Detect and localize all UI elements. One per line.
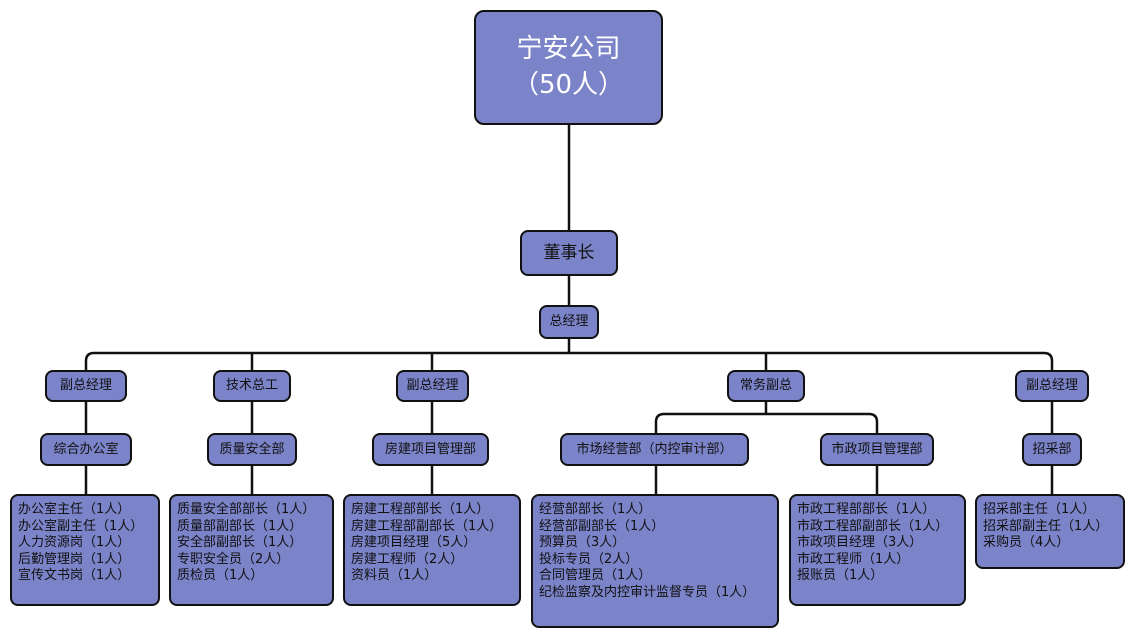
staff-item: 房建工程部副部长（1人） [351, 518, 503, 534]
head-node-1: 副总经理 [45, 370, 127, 402]
dept-label: 房建项目管理部 [384, 441, 476, 457]
staff-list-quality-safety: 质量安全部部长（1人） 质量部副部长（1人） 安全部副部长（1人） 专职安全员（… [169, 494, 334, 606]
staff-item: 招采部副主任（1人） [983, 518, 1109, 534]
head-node-2: 技术总工 [213, 370, 291, 402]
dept-node-market-operations: 市场经营部（内控审计部） [560, 433, 749, 466]
head-label: 技术总工 [225, 378, 278, 394]
staff-item: 质量安全部部长（1人） [177, 502, 316, 517]
root-count: （50人） [512, 69, 625, 100]
staff-list-general-office: 办公室主任（1人） 办公室副主任（1人） 人力资源岗（1人） 后勤管理岗（1人）… [10, 494, 160, 606]
staff-item: 宣传文书岗（1人） [18, 568, 131, 583]
chairman-label: 董事长 [543, 242, 595, 263]
staff-list-municipal-project: 市政工程部部长（1人） 市政工程部副部长（1人） 市政项目经理（3人） 市政工程… [789, 494, 966, 606]
head-label: 副总经理 [1025, 378, 1078, 394]
staff-item: 安全部副部长（1人） [177, 535, 303, 550]
dept-node-quality-safety: 质量安全部 [207, 433, 297, 466]
staff-list-housing-project: 房建工程部部长（1人） 房建工程部副部长（1人） 房建项目经理（5人） 房建工程… [343, 494, 521, 606]
staff-item: 办公室副主任（1人） [18, 518, 144, 534]
dept-node-general-office: 综合办公室 [40, 433, 132, 466]
staff-list-market-operations: 经营部部长（1人） 经营部副部长（1人） 预算员（3人） 投标专员（2人） 合同… [531, 494, 779, 628]
staff-item: 专职安全员（2人） [177, 551, 290, 567]
staff-item: 经营部副部长（1人） [539, 518, 665, 534]
head-node-3: 副总经理 [396, 370, 469, 402]
staff-item: 合同管理员（1人） [539, 568, 652, 583]
root-title: 宁安公司 [516, 34, 621, 65]
staff-item: 市政项目经理（3人） [797, 535, 923, 550]
staff-item: 资料员（1人） [351, 568, 438, 583]
staff-item: 市政工程部部长（1人） [797, 502, 936, 517]
head-node-4: 常务副总 [727, 370, 805, 402]
gm-node: 总经理 [539, 305, 599, 339]
head-label: 副总经理 [59, 378, 112, 394]
staff-item: 经营部部长（1人） [539, 502, 652, 517]
staff-list-procurement: 招采部主任（1人） 招采部副主任（1人） 采购员（4人） [975, 494, 1125, 569]
chairman-node: 董事长 [520, 230, 618, 276]
root-node: 宁安公司 （50人） [474, 10, 663, 125]
head-label: 常务副总 [739, 378, 792, 394]
gm-label: 总经理 [549, 314, 589, 330]
staff-item: 投标专员（2人） [539, 551, 639, 567]
staff-item: 办公室主任（1人） [18, 502, 131, 517]
dept-label: 市场经营部（内控审计部） [576, 441, 733, 457]
head-node-5: 副总经理 [1015, 370, 1089, 402]
staff-item: 后勤管理岗（1人） [18, 551, 131, 567]
staff-item: 纪检监察及内控审计监督专员（1人） [539, 584, 756, 600]
staff-item: 报账员（1人） [797, 568, 884, 583]
dept-node-municipal-project: 市政项目管理部 [820, 433, 934, 466]
head-label: 副总经理 [406, 378, 459, 394]
staff-item: 招采部主任（1人） [983, 502, 1096, 517]
dept-node-housing-project: 房建项目管理部 [372, 433, 489, 466]
dept-label: 招采部 [1032, 441, 1072, 457]
staff-item: 采购员（4人） [983, 535, 1070, 550]
dept-label: 质量安全部 [219, 441, 285, 457]
staff-item: 市政工程部副部长（1人） [797, 518, 949, 534]
dept-label: 综合办公室 [53, 441, 119, 457]
staff-item: 房建工程部部长（1人） [351, 502, 490, 517]
staff-item: 市政工程师（1人） [797, 551, 910, 567]
dept-node-procurement: 招采部 [1022, 433, 1082, 466]
dept-label: 市政项目管理部 [831, 441, 923, 457]
staff-item: 房建项目经理（5人） [351, 535, 477, 550]
staff-item: 人力资源岗（1人） [18, 535, 131, 550]
staff-item: 质量部副部长（1人） [177, 518, 303, 534]
staff-item: 预算员（3人） [539, 535, 626, 550]
staff-item: 质检员（1人） [177, 568, 264, 583]
staff-item: 房建工程师（2人） [351, 551, 464, 567]
